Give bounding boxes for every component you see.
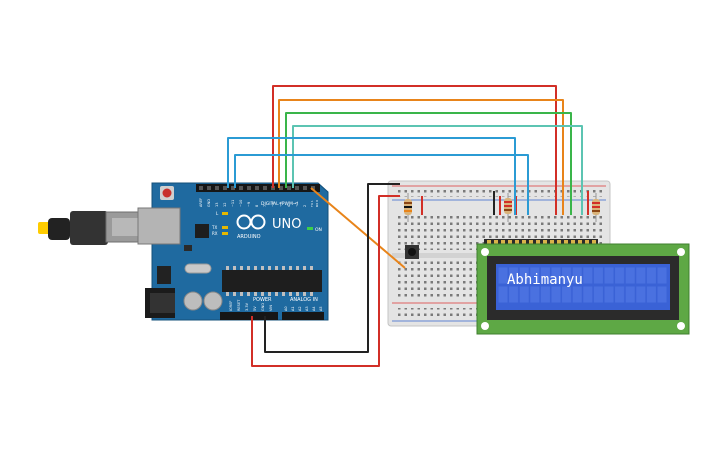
board-brand: UNO xyxy=(272,217,301,232)
pin-label: ~9 xyxy=(247,202,251,207)
lcd-text: Abhimanyu xyxy=(507,272,583,288)
pin-label: ~10 xyxy=(239,200,243,207)
wire-red-5v[interactable] xyxy=(251,195,400,367)
tx-led xyxy=(222,226,228,229)
analog-pin-label: A0 xyxy=(284,306,288,311)
vin-label: VIN xyxy=(269,305,273,311)
wire-orange-d6[interactable] xyxy=(278,99,564,215)
pin-label: RX 0 xyxy=(315,200,319,207)
analog-pin-label: A5 xyxy=(319,306,323,311)
resistor[interactable] xyxy=(592,193,600,222)
aref-label: AREF xyxy=(199,198,203,207)
lcd-pin-header[interactable] xyxy=(484,239,598,246)
rx-led-label: RX xyxy=(212,231,218,236)
power-pin-labels: IOREF RESET 3.3V 5V GND VIN xyxy=(229,299,273,311)
board-logo-text: ARDUINO xyxy=(237,234,261,240)
arduino-logo-icon xyxy=(236,214,266,230)
pin-label: ~3 xyxy=(295,202,299,207)
analog-header[interactable] xyxy=(282,312,324,320)
power-header[interactable] xyxy=(220,312,278,320)
digital-pin-labels: 13 12 ~11 ~10 ~9 8 7 ~6 ~5 4 ~3 2 TX 1 R… xyxy=(215,200,319,208)
rx-led xyxy=(222,232,228,235)
v5-label: 5V xyxy=(253,306,257,311)
analog-pin-label: A3 xyxy=(305,306,309,311)
pin-label: ~5 xyxy=(279,202,283,207)
pin-label: 4 xyxy=(287,204,291,207)
wire-orange-d2[interactable] xyxy=(310,187,406,269)
analog-pin-label: A4 xyxy=(312,306,316,311)
capacitor xyxy=(203,291,223,311)
atmega-chip xyxy=(222,270,322,292)
wire-blue-d12[interactable] xyxy=(227,137,516,215)
on-led xyxy=(307,227,313,230)
pin-label: ~11 xyxy=(231,200,235,207)
lcd-module[interactable]: Abhimanyu xyxy=(476,243,690,335)
pin-label: 13 xyxy=(215,203,219,207)
analog-pin-labels: A0 A1 A2 A3 A4 A5 xyxy=(284,306,323,311)
on-led-label: ON xyxy=(315,227,322,233)
gnd-label: GND xyxy=(261,303,265,311)
analog-pin-label: A2 xyxy=(298,306,302,311)
potentiometer-resistor[interactable] xyxy=(504,193,512,222)
pin-label: TX 1 xyxy=(310,200,314,208)
usb-chip xyxy=(195,224,209,238)
digital-header-label: DIGITAL (PWM~) xyxy=(261,201,299,207)
ioref-label: IOREF xyxy=(229,301,233,311)
push-button[interactable] xyxy=(405,245,419,259)
capacitor xyxy=(183,291,203,311)
pin-label: 2 xyxy=(303,205,307,207)
wire-teal-d4[interactable] xyxy=(292,125,583,215)
l-led xyxy=(222,212,228,215)
l-led-label: L xyxy=(216,211,219,216)
analog-pin-label: A1 xyxy=(291,306,295,311)
pin-label: 8 xyxy=(255,205,259,207)
analog-header-label: ANALOG IN xyxy=(290,297,318,303)
arduino-uno-board[interactable]: UNO ARDUINO DIGITAL (PWM~) POWER ANALOG … xyxy=(137,182,329,321)
gnd-label: GND xyxy=(207,199,211,207)
reset-button-cap[interactable] xyxy=(162,188,172,198)
v33-label: 3.3V xyxy=(245,302,249,311)
resistor[interactable] xyxy=(404,193,412,222)
wire-blue-d11[interactable] xyxy=(234,154,529,215)
pin-label: 12 xyxy=(223,203,227,207)
tx-led-label: TX xyxy=(211,225,217,230)
pin-label: 7 xyxy=(263,205,267,207)
crystal xyxy=(184,263,212,274)
usb-cable xyxy=(38,211,151,245)
wire-green-d5[interactable] xyxy=(285,112,572,215)
reset-label: RESET xyxy=(237,299,241,311)
wire-black-gnd[interactable] xyxy=(264,183,400,353)
usb-port xyxy=(137,207,181,245)
power-header-label: POWER xyxy=(253,297,272,303)
pin-label: ~6 xyxy=(271,202,275,207)
voltage-regulator xyxy=(157,266,171,284)
